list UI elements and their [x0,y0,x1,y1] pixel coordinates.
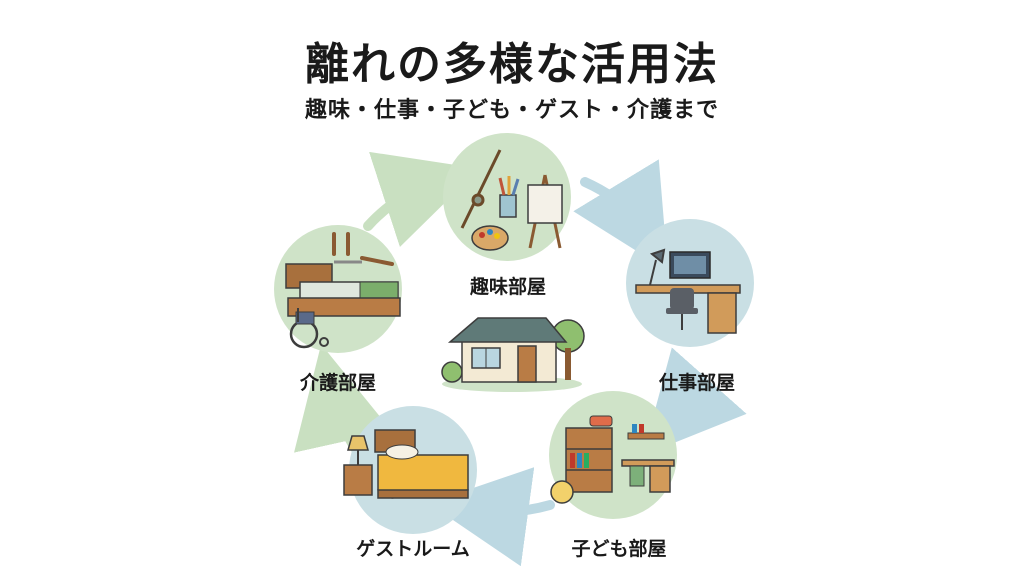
office-chair-icon [666,288,698,330]
fishing-rod-icon [460,149,502,229]
arrow-work-to-kids [642,347,747,456]
page-subtitle: 趣味・仕事・子ども・ゲスト・介護まで [304,98,719,123]
easel-icon [527,174,563,249]
guest-room-illustration [343,406,477,534]
room-label-hobby: 趣味部屋 [469,276,546,298]
bed-icon [374,429,469,499]
kids-desk-icon [621,459,675,493]
house-illustration [441,317,585,392]
palette-icon [471,225,509,251]
kids-room-illustration [549,391,677,519]
room-label-kids: 子ども部屋 [571,538,667,560]
room-label-work: 仕事部屋 [658,372,735,394]
nightstand-lamp-icon [343,435,373,496]
arrow-kids-to-guest [428,467,555,567]
grab-bar-icon [332,232,394,266]
room-label-care: 介護部屋 [299,372,376,394]
toy-car-icon [589,415,613,427]
arrow-care-to-hobby [363,151,480,247]
care-room-illustration [274,225,402,353]
bush-icon [441,361,463,383]
arrow-hobby-to-work [573,159,668,271]
wheelchair-icon [289,308,329,349]
desk-lamp-icon [649,248,666,286]
room-label-guest: ゲストルーム [356,538,470,560]
care-bed-icon [285,260,401,317]
ball-icon [550,480,574,504]
work-room-illustration [626,219,754,347]
paint-brushes-icon [498,176,520,218]
hobby-room-illustration [443,133,571,261]
bookshelf-icon [565,427,613,493]
wall-shelf-icon [627,432,665,440]
page-title: 離れの多様な活用法 [305,39,719,90]
